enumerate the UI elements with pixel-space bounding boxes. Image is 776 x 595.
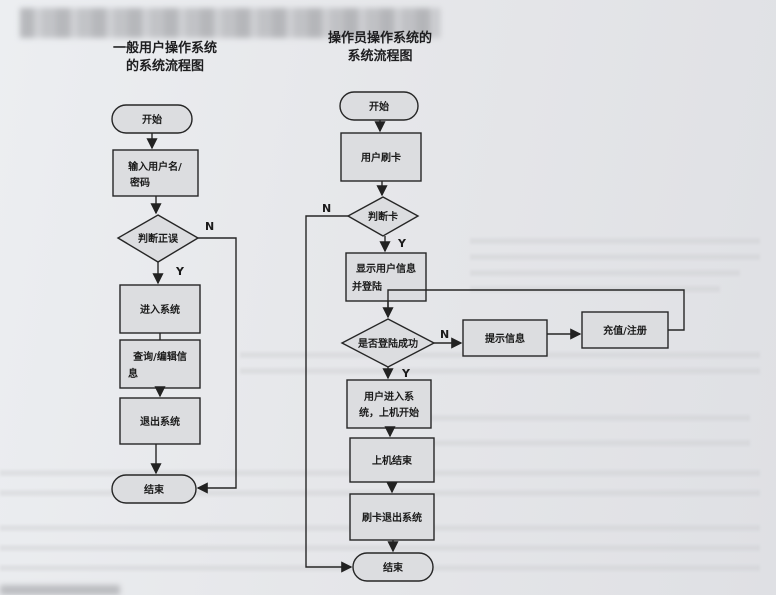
right-recharge-box bbox=[581, 311, 669, 349]
left-title-line1: 一般用户操作系统 bbox=[112, 41, 217, 56]
right-swipe-exit-label: 刷卡退出系统 bbox=[362, 511, 422, 524]
left-end-label: 结束 bbox=[144, 483, 165, 496]
left-no-label: N bbox=[205, 220, 214, 233]
left-query-box bbox=[119, 339, 201, 389]
left-no-branch-line bbox=[196, 237, 237, 494]
left-texts: 开始 输入用户名/ 密码 判断正误 Y N 进入系统 查询/编辑信 息 退出系统… bbox=[128, 113, 214, 496]
background-text-line bbox=[0, 545, 760, 551]
right-end-label: 结束 bbox=[383, 561, 404, 574]
right-show-label-2: 并登陆 bbox=[352, 280, 382, 293]
left-start-label: 开始 bbox=[142, 113, 162, 126]
right-swipe-box bbox=[340, 132, 422, 182]
right-no-right-label: N bbox=[440, 328, 449, 341]
right-user-enter-label-2: 统，上机开始 bbox=[359, 406, 419, 419]
right-yes-label: Y bbox=[397, 237, 407, 250]
right-machine-end-box bbox=[349, 437, 435, 483]
background-text-line bbox=[470, 286, 720, 292]
right-decision-label: 判断卡 bbox=[368, 210, 398, 223]
left-end-terminal bbox=[111, 474, 197, 504]
right-texts: 开始 用户刷卡 判断卡 N Y 显示用户信息 并登陆 是否登陆成功 N Y 提示… bbox=[322, 100, 647, 574]
left-query-label-1: 查询/编辑信 bbox=[132, 350, 187, 363]
left-enter-box bbox=[119, 284, 201, 334]
right-no-left-label: N bbox=[322, 202, 331, 215]
right-user-enter-label-1: 用户进入系 bbox=[363, 390, 414, 403]
right-recharge-loop bbox=[387, 289, 685, 331]
left-input-label-2: 密码 bbox=[130, 176, 150, 189]
background-text-line bbox=[240, 368, 760, 374]
left-decision-label: 判断正误 bbox=[138, 232, 179, 245]
right-chart-title: 操作员操作系统的 系统流程图 bbox=[300, 30, 460, 66]
right-user-enter-box bbox=[346, 379, 432, 429]
left-connectors bbox=[146, 133, 237, 494]
right-no-branch-line bbox=[305, 215, 353, 573]
right-swipe-exit-box bbox=[349, 493, 435, 541]
right-title-line1: 操作员操作系统的 bbox=[327, 31, 432, 46]
left-exit-box bbox=[119, 397, 201, 445]
background-text-line bbox=[430, 415, 750, 421]
left-yes-label: Y bbox=[175, 265, 185, 278]
blurred-header-strip bbox=[20, 8, 440, 38]
right-connectors bbox=[305, 120, 685, 573]
right-show-info-box bbox=[345, 252, 427, 302]
background-text-line bbox=[470, 254, 760, 260]
left-flowchart bbox=[111, 104, 201, 504]
left-query-label-2: 息 bbox=[128, 367, 138, 380]
right-swipe-label: 用户刷卡 bbox=[360, 151, 401, 164]
left-input-label-1: 输入用户名/ bbox=[128, 160, 182, 173]
right-recharge-label: 充值/注册 bbox=[603, 324, 647, 337]
right-yes2-label: Y bbox=[401, 367, 411, 380]
background-text-line bbox=[430, 440, 750, 446]
right-start-label: 开始 bbox=[369, 100, 389, 113]
right-show-label-1: 显示用户信息 bbox=[356, 262, 416, 275]
right-prompt-label: 提示信息 bbox=[485, 332, 525, 345]
left-chart-title: 一般用户操作系统 的系统流程图 bbox=[70, 40, 260, 76]
right-start-terminal bbox=[339, 91, 419, 121]
left-title-line2: 的系统流程图 bbox=[125, 59, 204, 74]
left-enter-label: 进入系统 bbox=[140, 303, 180, 316]
right-prompt-box bbox=[462, 319, 548, 357]
left-input-box bbox=[112, 149, 199, 197]
background-text-line bbox=[470, 270, 740, 276]
right-machine-end-label: 上机结束 bbox=[372, 454, 413, 467]
right-end-terminal bbox=[352, 552, 434, 582]
blurred-footer-strip bbox=[0, 585, 120, 595]
right-login-label: 是否登陆成功 bbox=[357, 337, 418, 350]
right-flowchart bbox=[339, 91, 669, 582]
background-text-line bbox=[0, 490, 760, 496]
background-text-line bbox=[470, 238, 760, 244]
left-exit-label: 退出系统 bbox=[140, 415, 180, 428]
right-card-decision bbox=[346, 196, 420, 237]
right-title-line2: 系统流程图 bbox=[347, 49, 413, 64]
